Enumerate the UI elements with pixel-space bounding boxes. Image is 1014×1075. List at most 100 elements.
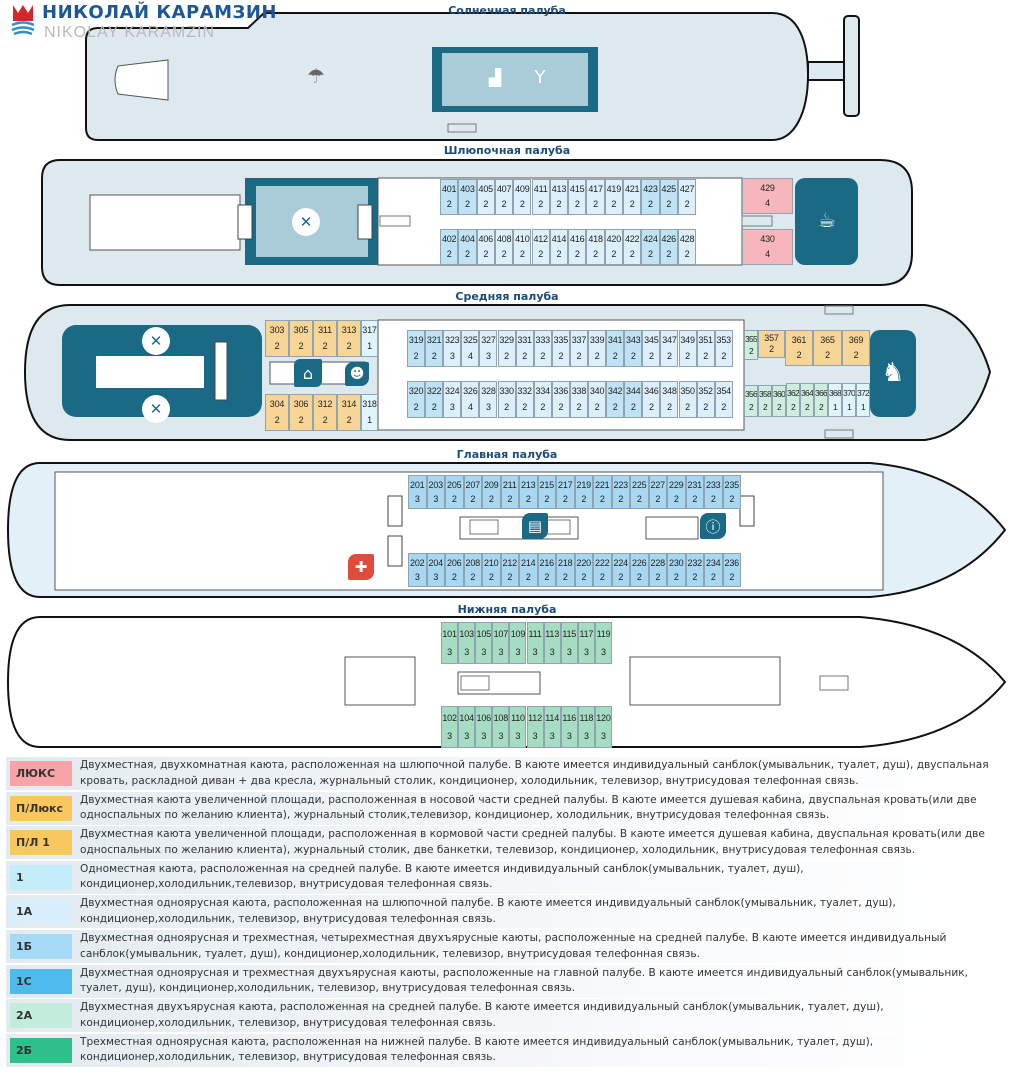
restaurant-icon[interactable]: ✕ (292, 208, 320, 236)
documents-icon[interactable]: ▤ (522, 513, 548, 539)
restaurant-icon[interactable]: ✕ (142, 395, 170, 423)
medical-icon[interactable]: ✚ (348, 554, 374, 580)
restaurant-icon[interactable]: ✕ (142, 327, 170, 355)
info-icon[interactable]: ⓘ (700, 513, 726, 539)
